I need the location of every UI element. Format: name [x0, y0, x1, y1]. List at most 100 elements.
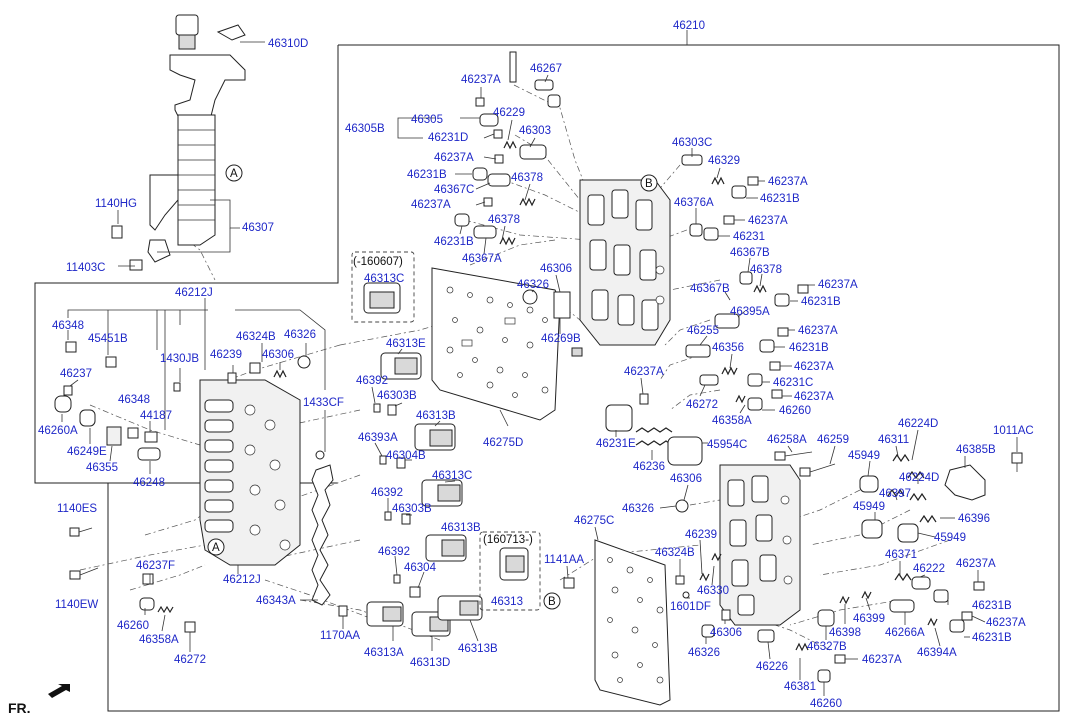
label-46378-2[interactable]: 46378 — [488, 214, 520, 226]
label-46392-a[interactable]: 46392 — [356, 375, 388, 387]
label-46393A[interactable]: 46393A — [358, 432, 398, 444]
label-46313C-a[interactable]: 46313C — [364, 273, 404, 285]
label-46313B-bottom[interactable]: 46313B — [458, 643, 498, 655]
label-46224D-1[interactable]: 46224D — [898, 418, 938, 430]
label-46231B-r6[interactable]: 46231B — [972, 632, 1012, 644]
label-46313C-b[interactable]: 46313C — [432, 470, 472, 482]
label-46367B-2[interactable]: 46367B — [690, 283, 730, 295]
label-46231B-r1[interactable]: 46231B — [760, 193, 800, 205]
label-46326-a[interactable]: 46326 — [284, 329, 316, 341]
label-46310D[interactable]: 46310D — [268, 38, 308, 50]
label-46255[interactable]: 46255 — [687, 325, 719, 337]
label-46237A-r3[interactable]: 46237A — [818, 279, 858, 291]
label-46324B-a[interactable]: 46324B — [236, 331, 276, 343]
label-46311[interactable]: 46311 — [878, 434, 909, 446]
label-46392-c[interactable]: 46392 — [378, 546, 410, 558]
label-46266A[interactable]: 46266A — [885, 627, 925, 639]
label-46249E[interactable]: 46249E — [67, 446, 107, 458]
label-46231-r[interactable]: 46231 — [733, 231, 765, 243]
label-46231B-r5[interactable]: 46231B — [972, 600, 1012, 612]
label-46275D[interactable]: 46275D — [483, 437, 523, 449]
label-46394A[interactable]: 46394A — [917, 647, 957, 659]
label-46237A-r6[interactable]: 46237A — [794, 391, 834, 403]
label-46367A[interactable]: 46367A — [462, 253, 502, 265]
label-46275C[interactable]: 46275C — [574, 515, 614, 527]
label-46303[interactable]: 46303 — [519, 125, 551, 137]
label-46367C[interactable]: 46367C — [434, 184, 474, 196]
label-46237F[interactable]: 46237F — [136, 560, 175, 572]
label-46239-a[interactable]: 46239 — [210, 349, 242, 361]
label-46313D[interactable]: 46313D — [410, 657, 450, 669]
label-46378-r[interactable]: 46378 — [750, 264, 782, 276]
label-46355[interactable]: 46355 — [86, 462, 118, 474]
label-1011AC[interactable]: 1011AC — [993, 425, 1034, 437]
label-46330[interactable]: 46330 — [697, 585, 729, 597]
label-46210[interactable]: 46210 — [673, 20, 705, 32]
label-1141AA[interactable]: 1141AA — [544, 554, 584, 566]
label-46237A-3[interactable]: 46237A — [411, 199, 451, 211]
label-46237A-2[interactable]: 46237A — [434, 152, 474, 164]
label-46306-a[interactable]: 46306 — [262, 349, 294, 361]
label-46306-b[interactable]: 46306 — [540, 263, 572, 275]
label-46358A-b[interactable]: 46358A — [712, 415, 752, 427]
label-46398[interactable]: 46398 — [829, 627, 861, 639]
label-46305[interactable]: 46305 — [411, 114, 443, 126]
label-46258A[interactable]: 46258A — [767, 434, 807, 446]
label-46313-new[interactable]: 46313 — [491, 596, 523, 608]
label-46378-1[interactable]: 46378 — [511, 172, 543, 184]
label-46326-b[interactable]: 46326 — [517, 279, 549, 291]
label-46237A-r1[interactable]: 46237A — [768, 176, 808, 188]
label-46303C[interactable]: 46303C — [672, 137, 712, 149]
label-46231B-r3[interactable]: 46231B — [801, 296, 841, 308]
label-46248[interactable]: 46248 — [133, 477, 165, 489]
label-45949-3[interactable]: 45949 — [934, 532, 966, 544]
label-46224D-2[interactable]: 46224D — [899, 472, 939, 484]
label-46326-c[interactable]: 46326 — [622, 503, 654, 515]
label-46313B-mid[interactable]: 46313B — [416, 410, 456, 422]
label-46326-d[interactable]: 46326 — [688, 647, 720, 659]
label-46272-b[interactable]: 46272 — [686, 399, 718, 411]
label-46260-b[interactable]: 46260 — [779, 405, 811, 417]
label-46231D[interactable]: 46231D — [428, 132, 468, 144]
label-46267[interactable]: 46267 — [530, 63, 562, 75]
label-46397[interactable]: 46397 — [879, 488, 911, 500]
label-46313A[interactable]: 46313A — [364, 647, 404, 659]
label-46371[interactable]: 46371 — [885, 549, 917, 561]
label-1140HG[interactable]: 1140HG — [95, 198, 137, 210]
label-46236[interactable]: 46236 — [633, 461, 665, 473]
label-1430JB[interactable]: 1430JB — [160, 353, 199, 365]
label-46392-b[interactable]: 46392 — [371, 487, 403, 499]
label-46367B-1[interactable]: 46367B — [730, 247, 770, 259]
label-46356[interactable]: 46356 — [712, 342, 744, 354]
label-44187[interactable]: 44187 — [140, 410, 172, 422]
label-46237A-mid[interactable]: 46237A — [624, 366, 664, 378]
label-46237A-1[interactable]: 46237A — [461, 74, 501, 86]
label-46348-a[interactable]: 46348 — [52, 320, 84, 332]
label-46231C[interactable]: 46231C — [773, 377, 813, 389]
label-45949-2[interactable]: 45949 — [853, 501, 885, 513]
label-46226[interactable]: 46226 — [756, 661, 788, 673]
label-46239-b[interactable]: 46239 — [685, 529, 717, 541]
label-46343A[interactable]: 46343A — [256, 595, 296, 607]
label-46237-left[interactable]: 46237 — [60, 368, 92, 380]
label-46396[interactable]: 46396 — [958, 513, 990, 525]
label-46212J-bottom[interactable]: 46212J — [223, 574, 261, 586]
label-1601DF[interactable]: 1601DF — [670, 601, 711, 613]
label-46376A[interactable]: 46376A — [674, 197, 714, 209]
label-46307[interactable]: 46307 — [242, 222, 274, 234]
label-46237A-r7[interactable]: 46237A — [956, 558, 996, 570]
label-46260-c[interactable]: 46260 — [810, 698, 842, 710]
label-45451B[interactable]: 45451B — [88, 333, 128, 345]
label-1140EW[interactable]: 1140EW — [55, 599, 98, 611]
label-46260-a[interactable]: 46260 — [117, 620, 149, 632]
label-1170AA[interactable]: 1170AA — [320, 630, 360, 642]
label-1433CF[interactable]: 1433CF — [303, 397, 344, 409]
label-46231B-1[interactable]: 46231B — [407, 169, 447, 181]
label-46231B-r4[interactable]: 46231B — [789, 342, 829, 354]
label-46358A-a[interactable]: 46358A — [139, 634, 179, 646]
label-1140ES[interactable]: 1140ES — [57, 503, 97, 515]
label-45954C[interactable]: 45954C — [707, 439, 747, 451]
label-46304B[interactable]: 46304B — [386, 450, 426, 462]
label-46304-b[interactable]: 46304 — [404, 562, 437, 574]
label-46348-b[interactable]: 46348 — [118, 394, 150, 406]
